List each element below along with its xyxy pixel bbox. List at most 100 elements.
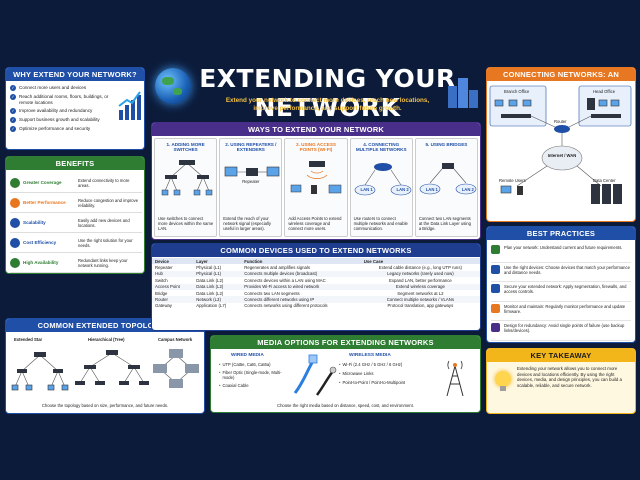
practice-item: Use the right devices: Choose devices th…: [491, 263, 631, 282]
check-icon: ✓: [10, 126, 16, 133]
devices-column-header: Function: [241, 258, 361, 265]
remote-users-label: Remote Users: [499, 178, 526, 183]
why-item: ✓Connect more users and devices: [10, 85, 87, 91]
devices-column-header: Device: [152, 258, 194, 265]
table-cell: Segment networks at L2: [397, 290, 444, 296]
why-extend-panel: WHY EXTEND YOUR NETWORK? ✓Connect more u…: [5, 67, 145, 150]
check-icon: ✓: [10, 117, 16, 124]
tree-diagram: [75, 350, 149, 385]
benefit-icon: [10, 257, 20, 268]
way-card: 4. CONNECTING MULTIPLE NETWORKS LAN 1 LAN …: [349, 138, 413, 237]
way-title: 1. ADDING MORE SWITCHES: [166, 142, 205, 152]
table-cell: Gateway: [155, 303, 172, 309]
table-cell: Extend wireless coverage: [360, 283, 480, 290]
subtitle-line-2: improve performance, and support future …: [253, 105, 402, 112]
practice-item: Monitor and maintain: Regularly monitor …: [491, 302, 631, 321]
why-item: ✓Optimize performance and security: [10, 126, 91, 133]
benefit-icon: [10, 197, 20, 208]
bullet-icon: •: [339, 371, 341, 376]
best-practices-panel: BEST PRACTICES Plan your network: Unders…: [486, 226, 636, 343]
table-cell: Bridge: [155, 290, 168, 296]
benefit-title: Cost Efficiency: [23, 239, 57, 245]
way-illustration: [419, 163, 477, 195]
benefit-title: Scalability: [23, 219, 46, 225]
topology-campus-label: Campus Network: [158, 337, 193, 342]
example-heading: CONNECTING NETWORKS: AN EXAMPLE: [487, 68, 635, 92]
table-cell: Repeater: [155, 264, 173, 270]
takeaway-heading: KEY TAKEAWAY: [487, 349, 635, 362]
why-extend-heading: WHY EXTEND YOUR NETWORK?: [6, 68, 144, 81]
table-cell: Connects different networks using IP: [241, 296, 361, 303]
wired-media-title: WIRED MEDIA: [231, 353, 264, 358]
lightbulb-icon: [495, 371, 511, 391]
ways-heading: WAYS TO EXTEND YOUR NETWORK: [152, 123, 480, 136]
practice-icon: [491, 264, 500, 274]
benefit-desc: Easily add new devices and locations.: [78, 217, 130, 228]
bullet-icon: •: [219, 383, 221, 388]
table-cell: Network (L3): [193, 296, 242, 303]
practice-icon: [491, 303, 500, 313]
best-practices-heading: BEST PRACTICES: [487, 227, 635, 240]
way-illustration: [354, 163, 411, 196]
table-cell: Provides Wi-Fi access to wired network: [241, 283, 361, 290]
table-cell: Access Point: [152, 283, 194, 290]
campus-diagram: [153, 349, 199, 388]
wired-item: •Fiber Optic (Single-mode, Multi-mode): [219, 370, 282, 380]
table-cell: Legacy networks (rarely used now): [360, 270, 480, 278]
table-cell: Expand LAN, better performance: [388, 277, 452, 283]
router-label: Router: [554, 119, 567, 124]
media-footer: Choose the right media based on distance…: [277, 403, 414, 408]
way-title: 3. USING ACCESS POINTS (WI-FI): [296, 142, 336, 152]
wireless-item: •Point-to-Point / Point-to-Multipoint: [339, 380, 406, 385]
way-illustration: [291, 161, 342, 194]
topologies-panel: COMMON EXTENDED TOPOLOGIES Extended Star…: [5, 318, 205, 414]
benefit-icon: [10, 217, 20, 228]
table-cell: Extend cable distance (e.g., long UTP ru…: [378, 264, 462, 270]
table-cell: Connects devices within a LAN using MAC: [244, 277, 326, 283]
way-title: 4. CONNECTING MULTIPLE NETWORKS: [355, 142, 407, 152]
growth-chart-icon: [118, 91, 141, 120]
table-cell: Connects multiple devices (broadcast): [241, 270, 361, 278]
topologies-footer: Choose the topology based on size, perfo…: [41, 403, 169, 408]
page-title: EXTENDING YOUR NETWORK: [199, 64, 456, 122]
cable-icon: [293, 354, 337, 396]
antenna-tower-icon: [446, 360, 464, 396]
way-desc: Connect two LAN segments at the Data Lin…: [418, 216, 471, 231]
devices-column-header: Use Case: [360, 258, 480, 265]
benefit-title: Better Performance: [23, 199, 66, 205]
benefit-item: Scalability Easily add new devices and lo…: [10, 213, 142, 233]
table-cell: Application (L7): [196, 303, 227, 309]
table-cell: Router: [152, 296, 194, 303]
way-desc: Add Access Points to extend wireless cov…: [288, 216, 342, 231]
way-illustration: [224, 166, 280, 177]
head-office-label: Head Office: [593, 89, 616, 94]
lan-1-label: LAN 1: [360, 187, 373, 192]
benefits-heading: BENEFITS: [6, 157, 144, 170]
table-cell: Physical (L1): [193, 270, 242, 278]
check-icon: ✓: [10, 94, 16, 100]
why-item: ✓Improve availability and redundancy: [10, 108, 93, 115]
lan-2-label: LAN 2: [396, 187, 409, 192]
check-icon: ✓: [10, 108, 16, 115]
example-panel: CONNECTING NETWORKS: AN EXAMPLE Branch O…: [486, 67, 636, 222]
internet-wan-label: Internet / WAN: [547, 153, 577, 158]
way-desc: Extend the reach of your network signal …: [223, 216, 271, 231]
table-cell: Data Link (L2): [196, 277, 224, 283]
bullet-icon: •: [219, 362, 221, 367]
benefit-desc: Use the right solution for your needs.: [78, 237, 133, 248]
buildings-icon: [448, 78, 478, 108]
takeaway-text: Extending your network allows you to con…: [517, 366, 622, 388]
benefit-icon: [10, 177, 20, 188]
wired-item: •UTP (Cat5e, Cat6, Cat6a): [219, 362, 271, 367]
lan-1-label: LAN 1: [425, 187, 438, 192]
table-cell: Data Link (L2): [193, 283, 242, 290]
